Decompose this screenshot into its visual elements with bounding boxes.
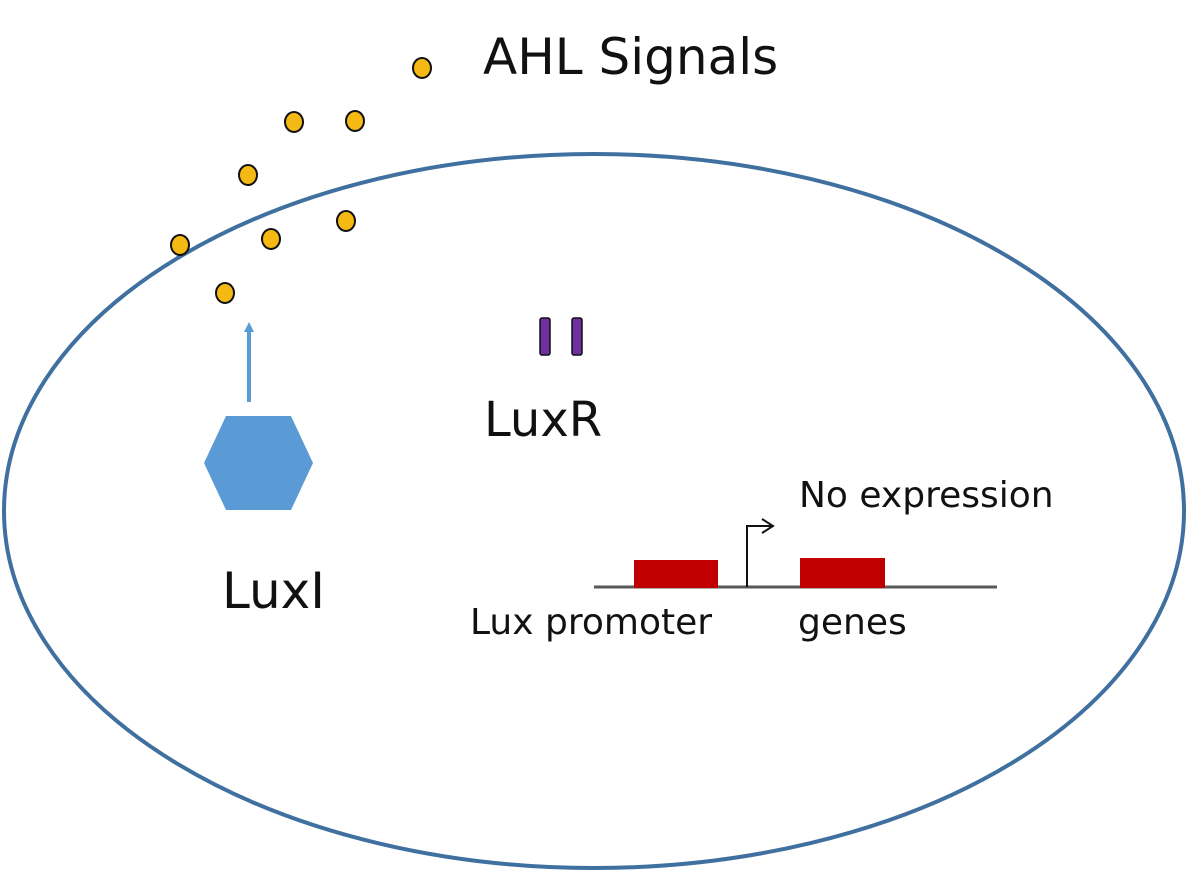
transcription-start-arrow-icon: [746, 525, 771, 587]
ahl-signal-group: [170, 57, 432, 304]
ahl-signals-label: AHL Signals: [483, 28, 779, 86]
cell-membrane: [2, 152, 1186, 870]
transcription-arrowhead-icon: [761, 518, 775, 534]
genes-label: genes: [798, 602, 907, 643]
luxr-bar-right: [571, 317, 583, 356]
ahl-signal-molecule: [170, 234, 190, 256]
ahl-signal-molecule: [261, 228, 281, 250]
luxr-label: LuxR: [484, 392, 603, 448]
luxr-protein-icon: [539, 317, 583, 356]
ahl-signal-molecule: [284, 111, 304, 133]
ahl-signal-molecule: [238, 164, 258, 186]
ahl-signal-molecule: [336, 210, 356, 232]
luxi-label: LuxI: [222, 562, 326, 620]
ahl-signal-molecule: [345, 110, 365, 132]
lux-promoter-block: [634, 560, 718, 588]
ahl-signal-molecule: [412, 57, 432, 79]
luxi-hexagon-icon: [204, 416, 313, 510]
no-expression-label: No expression: [799, 475, 1054, 516]
genes-block: [800, 558, 885, 588]
luxr-bar-left: [539, 317, 551, 356]
lux-promoter-label: Lux promoter: [470, 602, 713, 643]
ahl-signal-molecule: [215, 282, 235, 304]
